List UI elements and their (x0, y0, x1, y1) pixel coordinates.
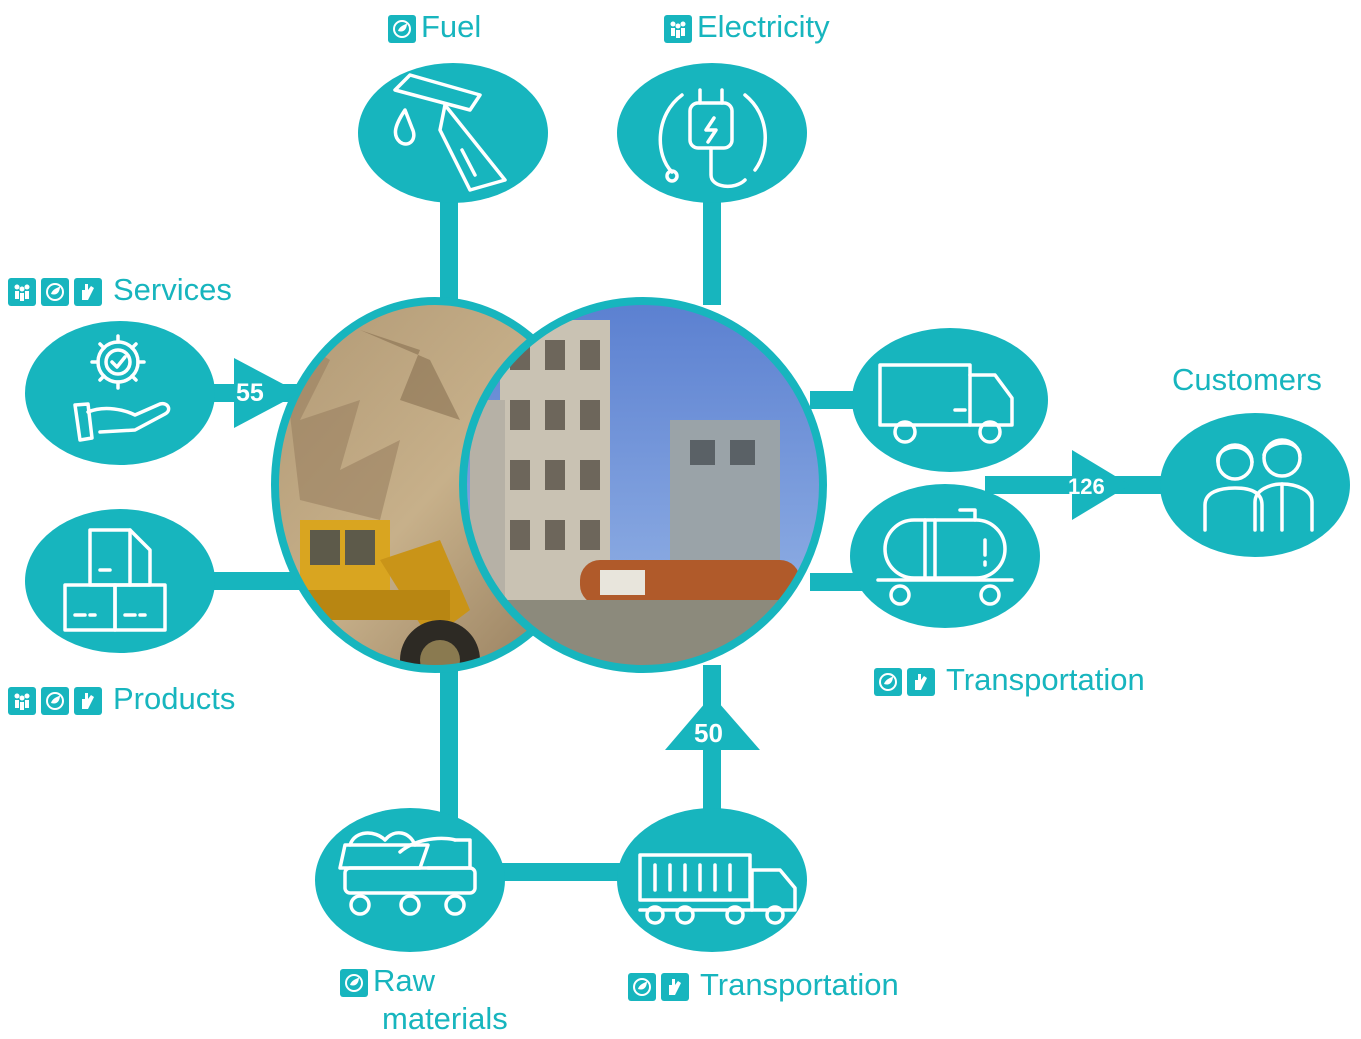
eco-leaf-icon (340, 968, 368, 997)
services-node[interactable] (25, 321, 215, 465)
customers-label: Customers (1172, 362, 1322, 397)
services-arrow (234, 358, 300, 428)
services-label: Services (113, 272, 232, 307)
tank-wagon-icon (876, 508, 1014, 606)
hand-icon (661, 972, 689, 1001)
transport-arrow (665, 695, 760, 750)
fuel-label: Fuel (421, 9, 482, 44)
transport-right-label-group: Transportation (874, 661, 1145, 700)
transport-bottom-label: Transportation (700, 967, 899, 1002)
delivery-truck-icon (878, 363, 1014, 444)
transport-flow-value: 50 (694, 718, 723, 748)
raw-materials-label-line1: Raw (373, 963, 436, 998)
stacked-boxes-icon (63, 528, 167, 632)
service-gear-hand-icon (73, 334, 171, 442)
people-icon (8, 277, 36, 306)
products-label: Products (113, 681, 236, 716)
electric-plug-icon (658, 88, 767, 188)
eco-leaf-icon (628, 972, 656, 1001)
electricity-label: Electricity (697, 9, 830, 44)
services-label-group: Services (8, 271, 232, 310)
fuel-nozzle-icon (393, 73, 507, 192)
services-flow-value: 55 (236, 379, 264, 407)
eco-leaf-icon (874, 667, 902, 696)
customers-arrow (1072, 450, 1130, 520)
hand-icon (74, 686, 102, 715)
transport-right-label: Transportation (946, 662, 1145, 697)
eco-leaf-icon (388, 14, 416, 43)
hand-icon (74, 277, 102, 306)
mining-truck-icon (338, 831, 477, 916)
people-icon (8, 686, 36, 715)
transport-bottom-label-group: Transportation (628, 966, 899, 1005)
products-node[interactable] (25, 509, 215, 653)
tanker-node[interactable] (850, 484, 1040, 628)
customers-people-icon (1203, 438, 1314, 532)
electricity-label-group: Electricity (664, 8, 830, 47)
container-truck-icon (638, 853, 797, 925)
customers-node[interactable] (1160, 413, 1350, 557)
hand-icon (907, 667, 935, 696)
fuel-node[interactable] (358, 63, 548, 203)
flow-arrows (234, 358, 1130, 750)
eco-leaf-icon (41, 277, 69, 306)
eco-leaf-icon (41, 686, 69, 715)
fuel-label-group: Fuel (388, 8, 481, 47)
people-icon (664, 14, 692, 43)
products-label-group: Products (8, 680, 235, 719)
raw-materials-label-group: Raw (340, 962, 435, 1001)
transport-bottom-node[interactable] (617, 808, 807, 952)
customers-flow-value: 126 (1068, 474, 1105, 499)
raw-materials-label-line2: materials (382, 1001, 508, 1036)
